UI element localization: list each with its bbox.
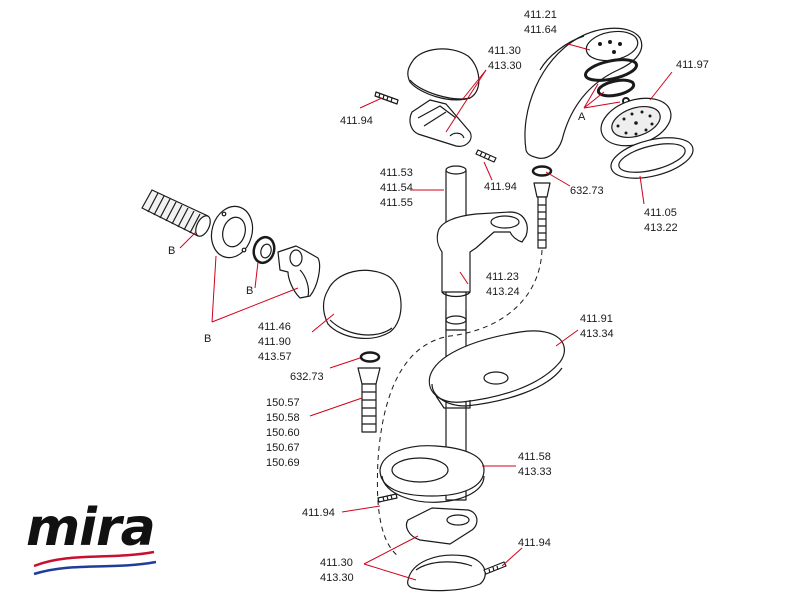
soap-dish xyxy=(428,330,565,409)
top-bracket-cover xyxy=(407,48,480,101)
callout-a: A xyxy=(578,111,586,123)
screw-bottom-left xyxy=(377,493,398,503)
callout-b-3: B xyxy=(204,333,212,345)
screw-bottom-right xyxy=(483,561,507,575)
callout-b-2: B xyxy=(246,285,254,297)
slider-holder xyxy=(436,211,528,298)
callout-b-1: B xyxy=(168,245,176,257)
hose-nut-lower xyxy=(357,367,381,433)
screw-top-right xyxy=(475,149,497,163)
screw-top-left xyxy=(374,91,399,105)
callout-632-73-a: 632.73 xyxy=(570,185,604,197)
wall-flange xyxy=(210,205,254,259)
corrugated-pipe xyxy=(141,189,211,237)
mira-logo xyxy=(33,550,157,576)
callout-411-94-c: 411.94 xyxy=(302,507,335,519)
leader-lines xyxy=(179,43,673,581)
callout-411-97: 411.97 xyxy=(676,59,709,71)
callout-411-94-a: 411.94 xyxy=(340,115,373,127)
callout-411-94-d: 411.94 xyxy=(518,537,551,549)
outlet-cover xyxy=(322,269,402,339)
washer-handset xyxy=(531,165,553,177)
top-bracket xyxy=(409,99,472,147)
hose-retaining-ring xyxy=(379,445,485,503)
logo-wave-red xyxy=(33,550,155,568)
brand-wordmark: mira xyxy=(26,498,156,558)
washer-outlet xyxy=(359,351,381,363)
spray-plate xyxy=(600,97,672,147)
wall-elbow xyxy=(277,245,321,299)
bottom-bracket xyxy=(405,507,478,545)
elbow-nut xyxy=(252,235,276,265)
hose-nut-top xyxy=(533,182,551,249)
hose-route xyxy=(376,249,543,557)
bottom-bracket-cover xyxy=(407,554,486,592)
retaining-ring xyxy=(610,137,694,179)
callout-411-94-b: 411.94 xyxy=(484,181,517,193)
callout-632-73-b: 632.73 xyxy=(290,371,324,383)
logo-wave-blue xyxy=(33,560,157,576)
